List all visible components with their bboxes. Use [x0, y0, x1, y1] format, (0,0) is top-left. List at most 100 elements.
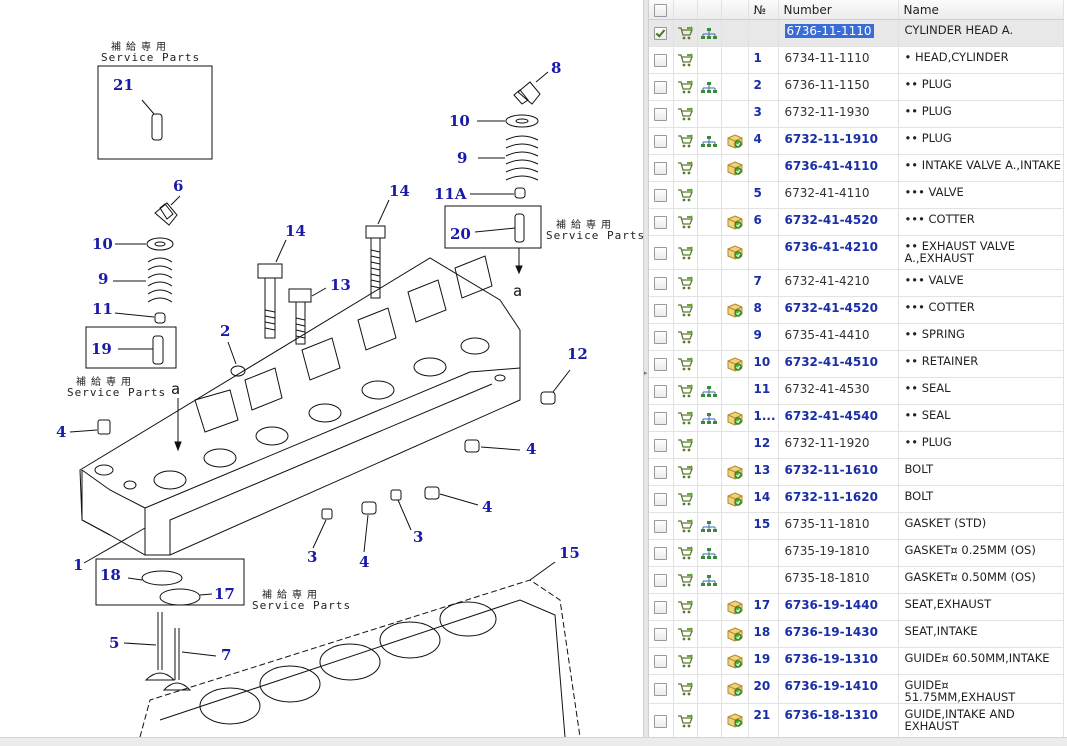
add-to-cart-cell[interactable]: [673, 458, 698, 486]
tree-cell[interactable]: [697, 404, 722, 432]
part-number-cell[interactable]: 6732-41-4520: [778, 296, 899, 324]
part-number-cell[interactable]: 6735-41-4410: [778, 323, 899, 351]
add-to-cart-cell[interactable]: [673, 512, 698, 540]
add-to-cart-icon[interactable]: [677, 80, 693, 94]
row-checkbox[interactable]: [654, 277, 668, 290]
row-checkbox[interactable]: [654, 81, 668, 94]
add-to-cart-icon[interactable]: [677, 438, 693, 452]
part-number-cell[interactable]: 6732-41-4520: [778, 208, 899, 236]
row-select-cell[interactable]: [649, 647, 674, 675]
part-number-cell[interactable]: 6732-41-4530: [778, 377, 899, 405]
row-select-cell[interactable]: [649, 566, 674, 594]
image-cell[interactable]: [721, 404, 749, 432]
callout-1[interactable]: 1: [73, 556, 84, 574]
part-number-cell[interactable]: 6736-19-1440: [778, 593, 899, 621]
callout-17[interactable]: 17: [214, 585, 235, 603]
select-all-header[interactable]: [649, 0, 674, 20]
show-part-image-icon[interactable]: [727, 245, 743, 260]
part-number[interactable]: 6734-11-1110: [784, 51, 870, 65]
add-to-cart-icon[interactable]: [677, 682, 693, 696]
part-number-cell[interactable]: 6732-11-1910: [778, 127, 899, 155]
hierarchy-icon[interactable]: [701, 26, 717, 40]
callout-11[interactable]: 11: [92, 300, 113, 318]
hierarchy-icon[interactable]: [701, 80, 717, 94]
image-cell[interactable]: [721, 296, 749, 324]
part-number[interactable]: 6736-41-4210: [784, 240, 878, 254]
part-number-cell[interactable]: 6736-11-1110: [778, 19, 899, 47]
callout-4[interactable]: 4: [359, 553, 370, 571]
hierarchy-icon[interactable]: [701, 546, 717, 560]
callout-3[interactable]: 3: [413, 528, 424, 546]
row-select-cell[interactable]: [649, 458, 674, 486]
row-select-cell[interactable]: [649, 674, 674, 704]
callout-18[interactable]: 18: [100, 566, 121, 584]
show-part-image-icon[interactable]: [727, 599, 743, 615]
row-select-cell[interactable]: [649, 154, 674, 182]
image-cell[interactable]: [721, 154, 749, 182]
add-to-cart-cell[interactable]: [673, 181, 698, 209]
image-cell[interactable]: [721, 647, 749, 675]
add-to-cart-icon[interactable]: [677, 411, 693, 425]
part-number[interactable]: 6732-41-4530: [784, 382, 870, 396]
part-number-cell[interactable]: 6732-41-4540: [778, 404, 899, 432]
row-checkbox[interactable]: [654, 216, 668, 229]
show-part-image-icon[interactable]: [727, 681, 743, 697]
part-number[interactable]: 6735-19-1810: [784, 544, 870, 558]
callout-4[interactable]: 4: [56, 423, 67, 441]
row-select-cell[interactable]: [649, 73, 674, 101]
part-number[interactable]: 6736-11-1110: [784, 24, 874, 38]
add-to-cart-icon[interactable]: [677, 107, 693, 121]
add-to-cart-cell[interactable]: [673, 620, 698, 648]
row-select-cell[interactable]: [649, 100, 674, 128]
add-to-cart-icon[interactable]: [677, 276, 693, 290]
add-to-cart-icon[interactable]: [677, 303, 693, 317]
row-checkbox[interactable]: [654, 54, 668, 67]
add-to-cart-icon[interactable]: [677, 215, 693, 229]
tree-cell[interactable]: [697, 539, 722, 567]
row-select-cell[interactable]: [649, 19, 674, 47]
part-number[interactable]: 6732-41-4110: [784, 186, 870, 200]
tree-cell[interactable]: [697, 512, 722, 540]
pane-splitter[interactable]: ▸: [643, 0, 649, 737]
column-header-name[interactable]: Name: [898, 0, 1064, 20]
add-to-cart-icon[interactable]: [677, 161, 693, 175]
add-to-cart-icon[interactable]: [677, 627, 693, 641]
add-to-cart-cell[interactable]: [673, 296, 698, 324]
part-number[interactable]: 6732-41-4210: [784, 274, 870, 288]
callout-15[interactable]: 15: [559, 544, 580, 562]
part-number[interactable]: 6732-41-4510: [784, 355, 878, 369]
add-to-cart-cell[interactable]: [673, 539, 698, 567]
add-to-cart-icon[interactable]: [677, 600, 693, 614]
tree-cell[interactable]: [697, 127, 722, 155]
row-select-cell[interactable]: [649, 485, 674, 513]
image-cell[interactable]: [721, 593, 749, 621]
callout-10[interactable]: 10: [449, 112, 470, 130]
row-checkbox[interactable]: [654, 493, 668, 506]
show-part-image-icon[interactable]: [727, 214, 743, 230]
tree-cell[interactable]: [697, 19, 722, 47]
row-select-cell[interactable]: [649, 235, 674, 270]
part-number-cell[interactable]: 6732-11-1620: [778, 485, 899, 513]
row-select-cell[interactable]: [649, 431, 674, 459]
tree-cell[interactable]: [697, 377, 722, 405]
part-number-cell[interactable]: 6736-18-1310: [778, 703, 899, 737]
image-cell[interactable]: [721, 350, 749, 378]
row-checkbox[interactable]: [654, 439, 668, 452]
callout-8[interactable]: 8: [551, 59, 562, 77]
row-checkbox[interactable]: [654, 574, 668, 587]
add-to-cart-icon[interactable]: [677, 188, 693, 202]
part-number-cell[interactable]: 6735-18-1810: [778, 566, 899, 594]
add-to-cart-cell[interactable]: [673, 19, 698, 47]
add-to-cart-cell[interactable]: [673, 127, 698, 155]
callout-2[interactable]: 2: [220, 322, 231, 340]
row-checkbox[interactable]: [654, 331, 668, 344]
collapse-arrow-icon[interactable]: ▸: [644, 369, 648, 377]
add-to-cart-cell[interactable]: [673, 73, 698, 101]
image-cell[interactable]: [721, 703, 749, 737]
